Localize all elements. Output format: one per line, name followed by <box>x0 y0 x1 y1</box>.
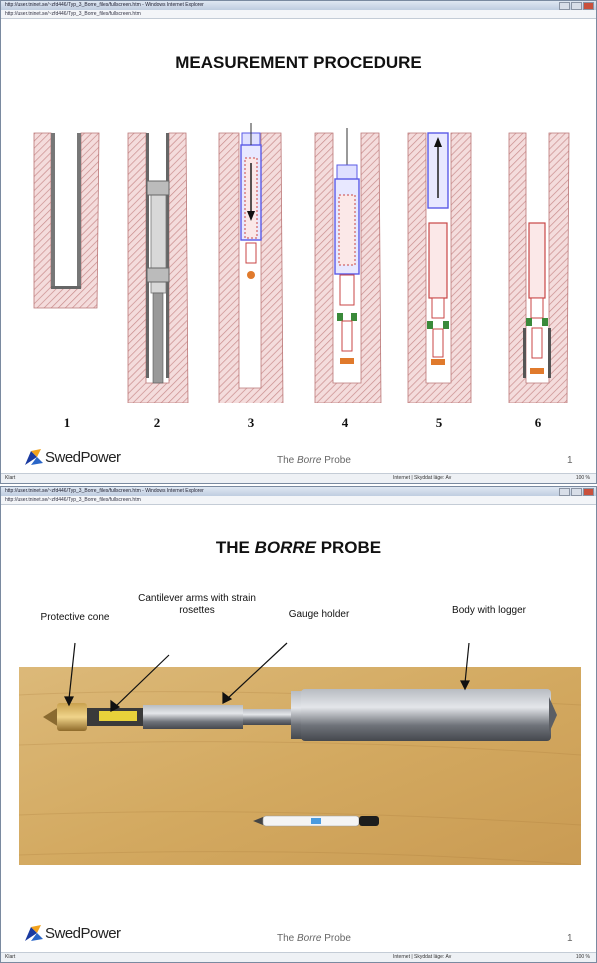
slide-borre-probe: THE BORRE PROBE Protective cone Cantilev… <box>1 505 596 955</box>
address-url: http://user.tninet.se/~zfd446/Typ_3_Borr… <box>5 497 141 503</box>
security-zone[interactable]: Internet | Skyddat läge: Av <box>393 953 451 962</box>
status-bar: Klart Internet | Skyddat läge: Av 100 % <box>1 473 596 483</box>
slide-measurement-procedure: MEASUREMENT PROCEDURE <box>1 19 596 476</box>
label-gauge-holder: Gauge holder <box>269 609 369 621</box>
minimize-button[interactable] <box>559 488 570 496</box>
step-label-3: 3 <box>241 415 261 431</box>
minimize-button[interactable] <box>559 2 570 10</box>
slide-title: THE BORRE PROBE <box>1 538 596 558</box>
window-title: http://user.tninet.se/~zfd446/Typ_3_Borr… <box>5 488 204 494</box>
step-label-5: 5 <box>429 415 449 431</box>
zoom-control[interactable]: 100 % <box>576 953 590 962</box>
browser-window-1: http://user.tninet.se/~zfd446/Typ_3_Borr… <box>0 0 597 484</box>
step-2-diagram <box>128 133 188 403</box>
status-text: Klart <box>5 474 15 483</box>
page-number: 1 <box>567 933 573 944</box>
address-url: http://user.tninet.se/~zfd446/Typ_3_Borr… <box>5 11 141 17</box>
close-button[interactable] <box>583 2 594 10</box>
window-controls <box>559 488 594 496</box>
maximize-button[interactable] <box>571 488 582 496</box>
maximize-button[interactable] <box>571 2 582 10</box>
address-bar[interactable]: http://user.tninet.se/~zfd446/Typ_3_Borr… <box>1 10 596 19</box>
slide-title: MEASUREMENT PROCEDURE <box>1 53 596 73</box>
slide-footer: The Borre Probe <box>277 933 351 944</box>
status-text: Klart <box>5 953 15 962</box>
step-5-diagram <box>408 133 471 403</box>
pen <box>253 816 379 826</box>
label-protective-cone: Protective cone <box>25 612 125 624</box>
status-bar: Klart Internet | Skyddat läge: Av 100 % <box>1 952 596 962</box>
step-1-diagram <box>34 133 99 308</box>
step-6-diagram <box>509 133 569 403</box>
step-label-4: 4 <box>335 415 355 431</box>
probe-photo <box>1 625 597 865</box>
step-label-2: 2 <box>147 415 167 431</box>
title-bar: http://user.tninet.se/~zfd446/Typ_3_Borr… <box>1 487 596 496</box>
page-number: 1 <box>567 455 573 466</box>
window-title: http://user.tninet.se/~zfd446/Typ_3_Borr… <box>5 2 204 8</box>
step-3-diagram <box>219 123 283 403</box>
swedpower-logo-icon <box>23 923 45 943</box>
slide-footer: The Borre Probe <box>277 455 351 466</box>
browser-window-2: http://user.tninet.se/~zfd446/Typ_3_Borr… <box>0 486 597 963</box>
swedpower-logo: SwedPower <box>23 923 121 943</box>
address-bar[interactable]: http://user.tninet.se/~zfd446/Typ_3_Borr… <box>1 496 596 505</box>
zoom-control[interactable]: 100 % <box>576 474 590 483</box>
step-label-6: 6 <box>528 415 548 431</box>
window-controls <box>559 2 594 10</box>
step-label-1: 1 <box>57 415 77 431</box>
step-4-diagram <box>315 128 381 403</box>
swedpower-logo: SwedPower <box>23 447 121 467</box>
label-body-logger: Body with logger <box>429 605 549 617</box>
procedure-diagram <box>1 103 597 403</box>
swedpower-logo-icon <box>23 447 45 467</box>
security-zone[interactable]: Internet | Skyddat läge: Av <box>393 474 451 483</box>
title-bar: http://user.tninet.se/~zfd446/Typ_3_Borr… <box>1 1 596 10</box>
close-button[interactable] <box>583 488 594 496</box>
label-cantilever-arms: Cantilever arms with strain rosettes <box>133 593 261 617</box>
